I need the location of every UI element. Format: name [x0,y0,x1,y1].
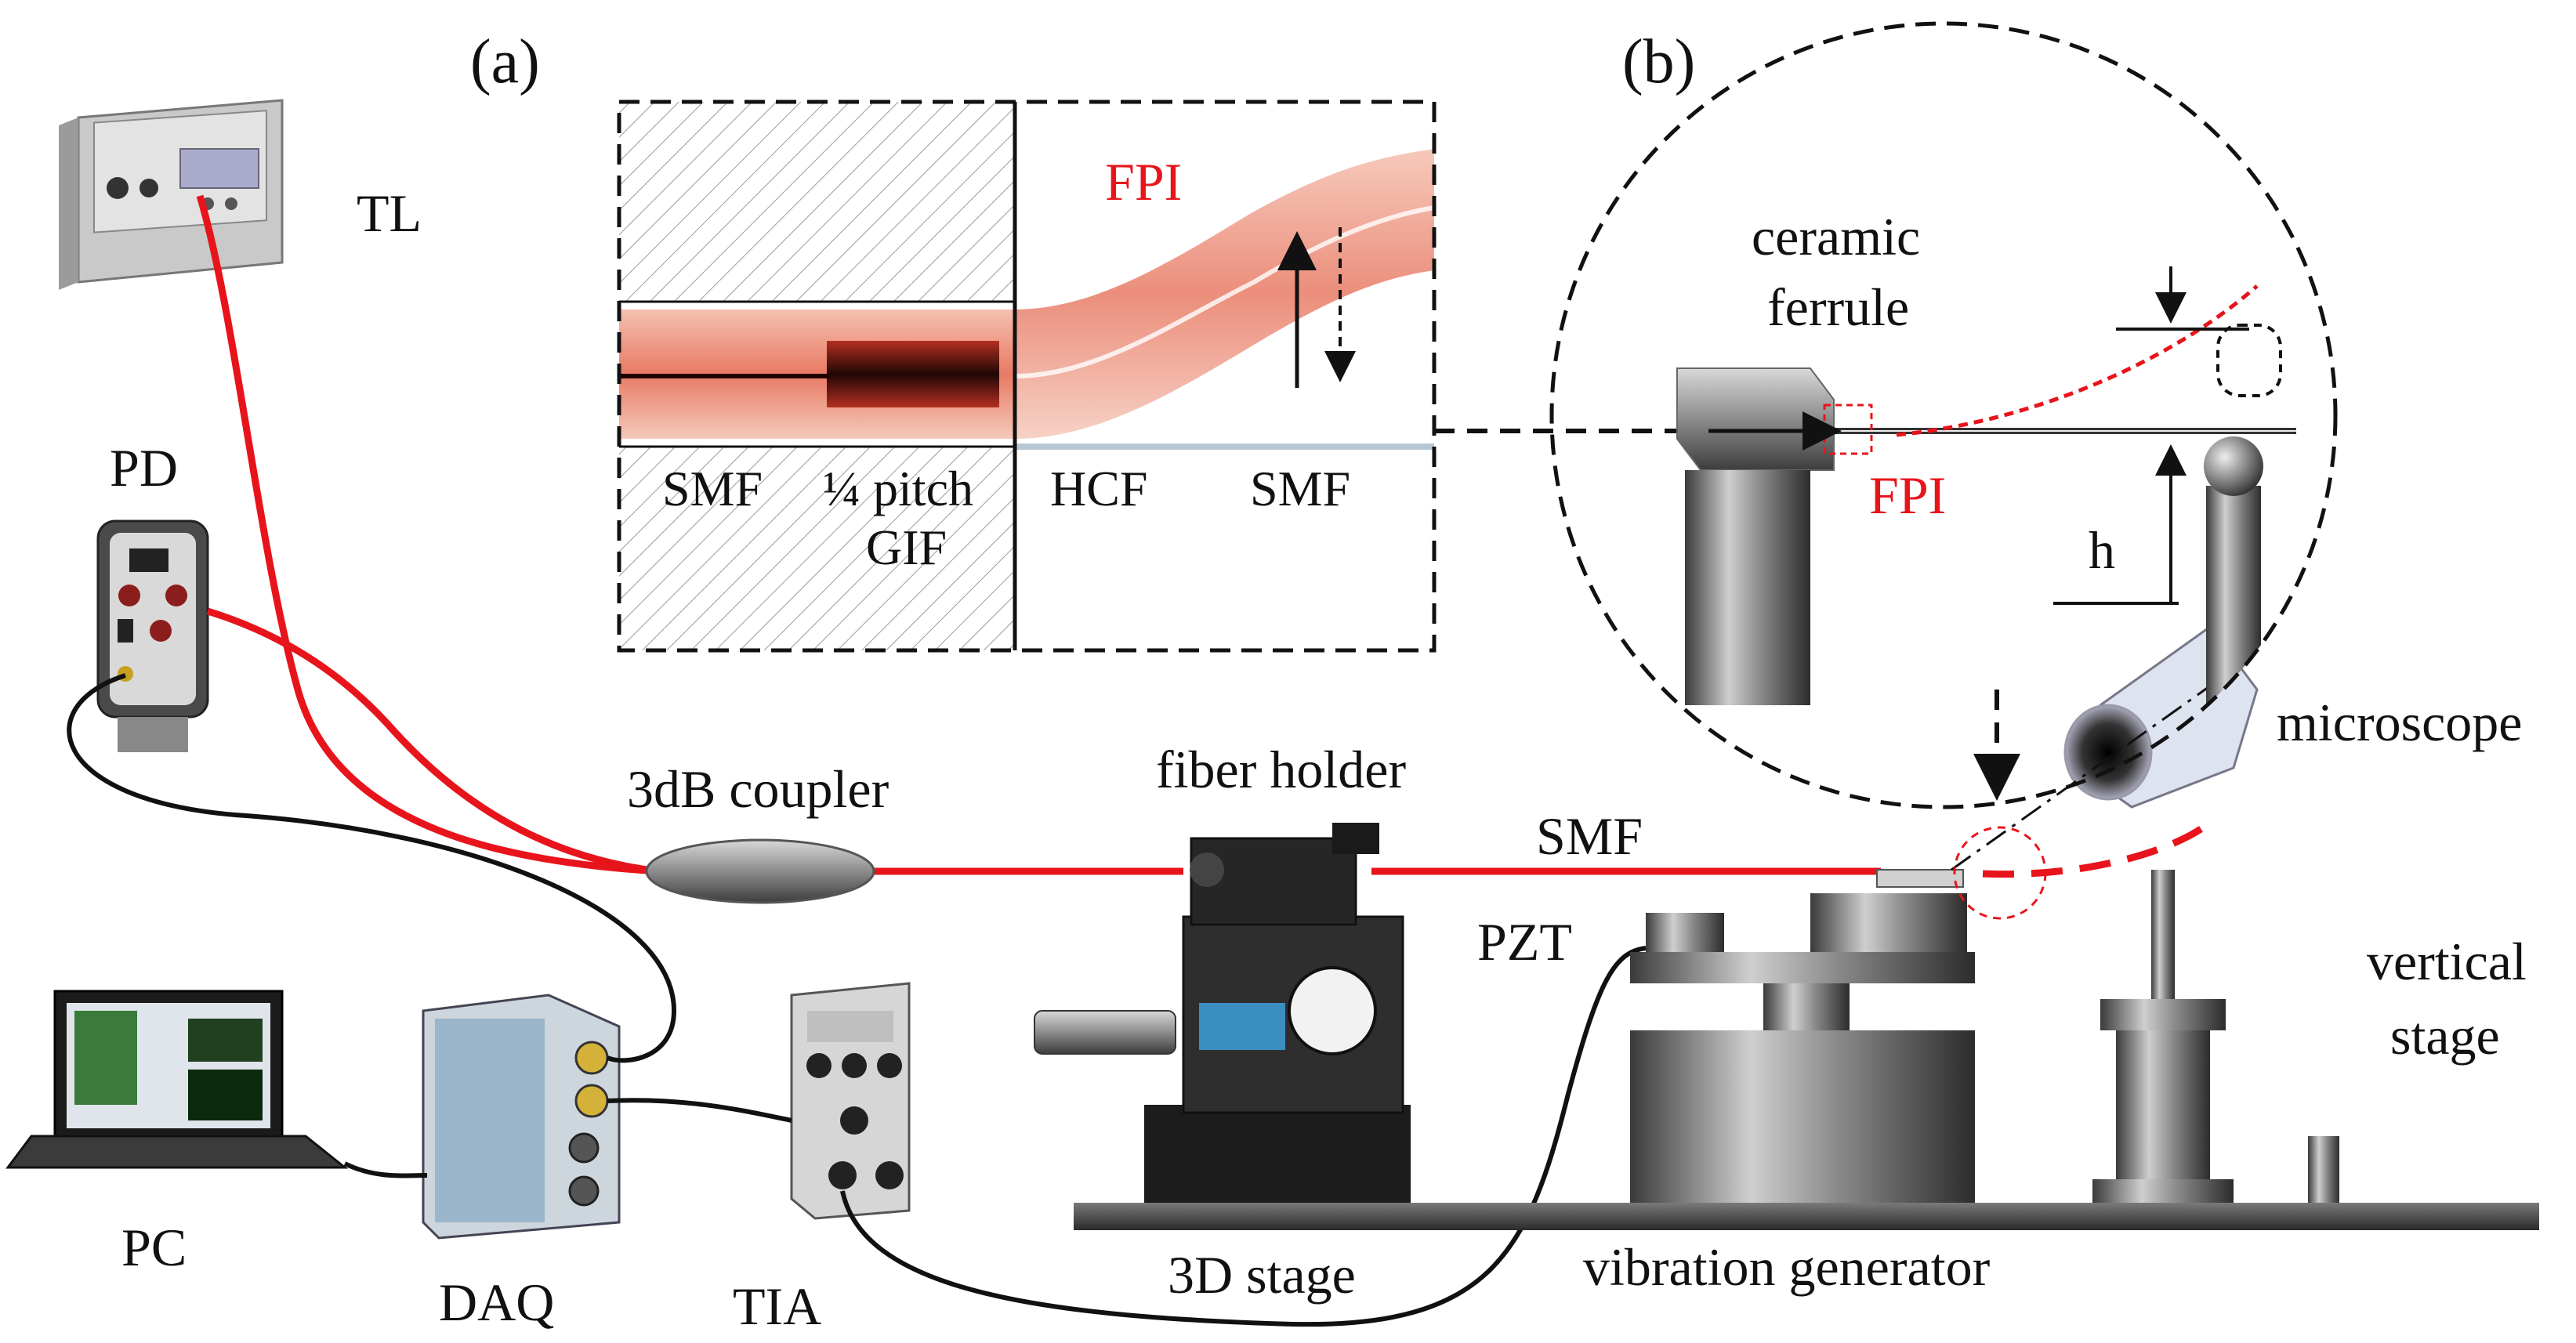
laptop-icon [5,990,349,1169]
pd-label: PD [110,438,178,498]
vertical-stage-icon [2092,870,2339,1203]
coupler-label: 3dB coupler [627,759,889,819]
optical-fibers [196,194,2212,878]
fiber-tl-to-coupler [196,194,659,875]
tia-label: TIA [733,1276,821,1336]
inset-b [1676,284,2296,744]
daq-label: DAQ [439,1272,554,1332]
fiber-pd-to-coupler [206,607,659,875]
inset-b-height-marker [2053,266,2249,605]
tl-label: TL [357,183,422,243]
inset-a-gif-label-2: GIF [866,519,947,575]
inset-b-fpi-label: FPI [1869,465,1946,525]
cable-tia-to-pzt [840,946,1647,1327]
pzt-label: PZT [1477,912,1572,972]
inset-a [617,100,1437,653]
inset-b-ferrule-label-2: ferrule [1767,277,1909,337]
inset-a-smf-right-label: SMF [1250,461,1350,516]
cable-daq-to-pc [343,1161,428,1178]
3d-stage-icon [1034,915,1411,1203]
stage3d-label: 3D stage [1168,1245,1356,1305]
pc-label: PC [121,1218,187,1277]
photodetector-icon [96,519,209,752]
inset-b-h-label: h [2089,520,2115,580]
microscope-optical-axis [1951,657,2250,871]
fiber-holder-icon [1190,823,1379,926]
coupler-icon [645,838,875,904]
daq-icon [422,994,621,1240]
smf-main-label: SMF [1536,806,1643,866]
cable-daq-to-tia [607,1098,792,1123]
signal-cables [67,673,1647,1327]
tia-icon [790,982,911,1220]
vertical-stage-label-1: vertical [2367,932,2527,991]
inset-a-hcf-label: HCF [1050,461,1148,516]
vibration-generator-label: vibration generator [1583,1237,1991,1297]
tunable-laser-icon [59,99,284,290]
vibration-generator-icon [1630,869,1975,1203]
fiber-holder-label: fiber holder [1156,740,1406,799]
panel-b-label: (b) [1622,27,1695,96]
panel-a-label: (a) [470,27,540,96]
inset-b-ferrule-label-1: ceramic [1752,207,1920,266]
fiber-deflected-dashed [1982,820,2212,878]
inset-a-smf-left-label: SMF [662,461,763,516]
inset-a-gif-label-1: ¼ pitch [823,461,973,516]
inset-b-border [1549,21,2338,809]
cable-pd-to-daq [67,673,677,1063]
vertical-stage-label-2: stage [2390,1006,2500,1066]
inset-a-fpi-label: FPI [1105,152,1182,212]
microscope-label: microscope [2277,693,2522,752]
focus-marker [1953,826,2047,920]
optical-table-plate [1074,1203,2539,1230]
